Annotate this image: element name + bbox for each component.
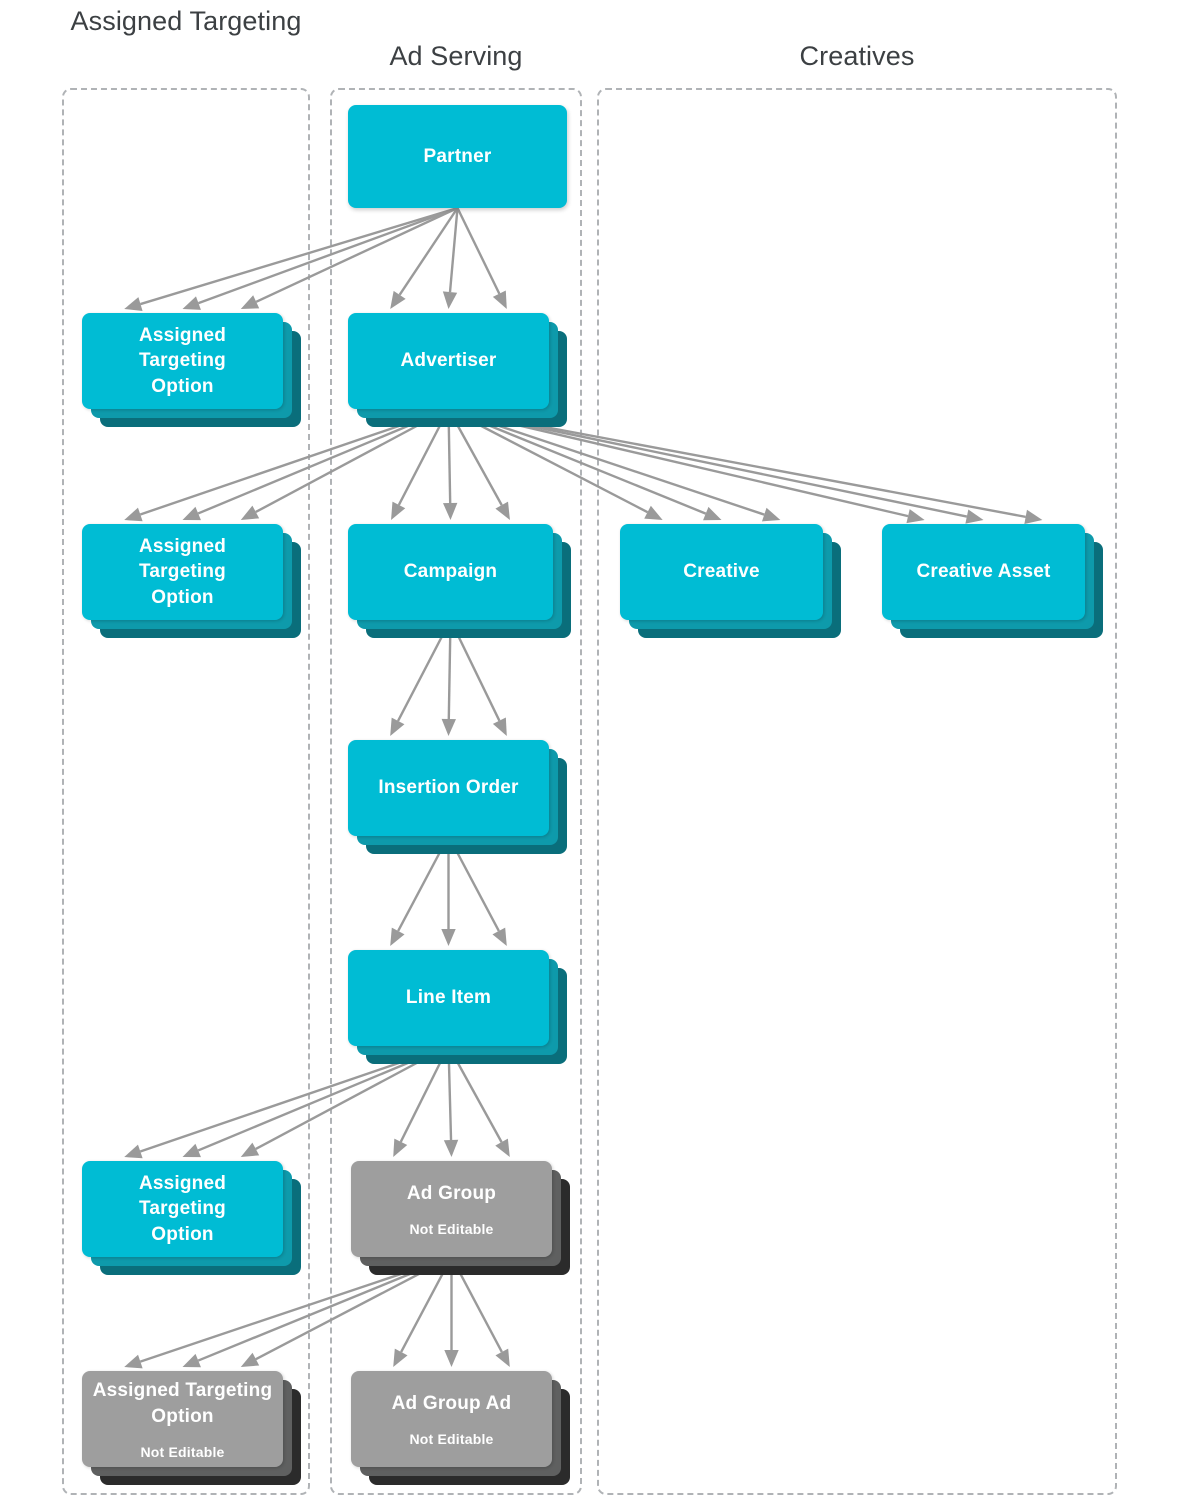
- node-insertion-order[interactable]: Insertion Order: [348, 740, 567, 854]
- node-ato-partner-title: Assigned Targeting Option: [138, 324, 227, 397]
- node-creative[interactable]: Creative: [620, 524, 841, 638]
- node-ad-group-ad-badge: Not Editable: [409, 1430, 494, 1447]
- node-line-item-title: Line Item: [405, 987, 492, 1009]
- group-container-assigned-targeting: [62, 88, 310, 1495]
- node-ato-advertiser-card[interactable]: Assigned Targeting Option: [82, 524, 283, 620]
- node-insertion-order-card[interactable]: Insertion Order: [348, 740, 549, 836]
- node-advertiser[interactable]: Advertiser: [348, 313, 567, 427]
- node-ato-lineitem[interactable]: Assigned Targeting Option: [82, 1161, 301, 1275]
- column-header-ad-serving: Ad Serving: [389, 41, 523, 71]
- node-ad-group-ad-title: Ad Group Ad: [391, 1393, 512, 1415]
- node-ad-group-ad[interactable]: Ad Group Ad Not Editable: [351, 1371, 570, 1485]
- node-campaign[interactable]: Campaign: [348, 524, 571, 638]
- node-line-item[interactable]: Line Item: [348, 950, 567, 1064]
- node-creative-asset[interactable]: Creative Asset: [882, 524, 1103, 638]
- node-campaign-card[interactable]: Campaign: [348, 524, 553, 620]
- node-ad-group-ad-card[interactable]: Ad Group Ad Not Editable: [351, 1371, 552, 1467]
- node-advertiser-card[interactable]: Advertiser: [348, 313, 549, 409]
- node-creative-card[interactable]: Creative: [620, 524, 823, 620]
- group-container-creatives: [597, 88, 1117, 1495]
- node-ato-partner-card[interactable]: Assigned Targeting Option: [82, 313, 283, 409]
- node-insertion-order-title: Insertion Order: [378, 777, 519, 799]
- node-ato-adgroup-badge: Not Editable: [140, 1443, 225, 1460]
- node-campaign-title: Campaign: [403, 561, 498, 583]
- node-advertiser-title: Advertiser: [400, 350, 497, 372]
- node-creative-title: Creative: [683, 561, 760, 583]
- node-creative-asset-card[interactable]: Creative Asset: [882, 524, 1085, 620]
- node-ato-advertiser[interactable]: Assigned Targeting Option: [82, 524, 301, 638]
- node-ato-adgroup-title: Assigned Targeting Option: [92, 1380, 273, 1427]
- node-line-item-card[interactable]: Line Item: [348, 950, 549, 1046]
- node-ato-lineitem-title: Assigned Targeting Option: [138, 1172, 227, 1245]
- node-ato-lineitem-card[interactable]: Assigned Targeting Option: [82, 1161, 283, 1257]
- node-ato-partner[interactable]: Assigned Targeting Option: [82, 313, 301, 427]
- column-header-creatives: Creatives: [799, 41, 915, 71]
- node-partner-card[interactable]: Partner: [348, 105, 567, 208]
- column-header-assigned-targeting: Assigned Targeting: [70, 6, 302, 36]
- node-ad-group-title: Ad Group: [406, 1183, 497, 1205]
- node-ad-group-badge: Not Editable: [409, 1220, 494, 1237]
- node-partner-title: Partner: [423, 145, 492, 167]
- node-creative-asset-title: Creative Asset: [916, 561, 1051, 583]
- node-ato-advertiser-title: Assigned Targeting Option: [138, 535, 227, 608]
- group-container-ad-serving: [330, 88, 582, 1495]
- node-partner[interactable]: Partner: [348, 105, 567, 208]
